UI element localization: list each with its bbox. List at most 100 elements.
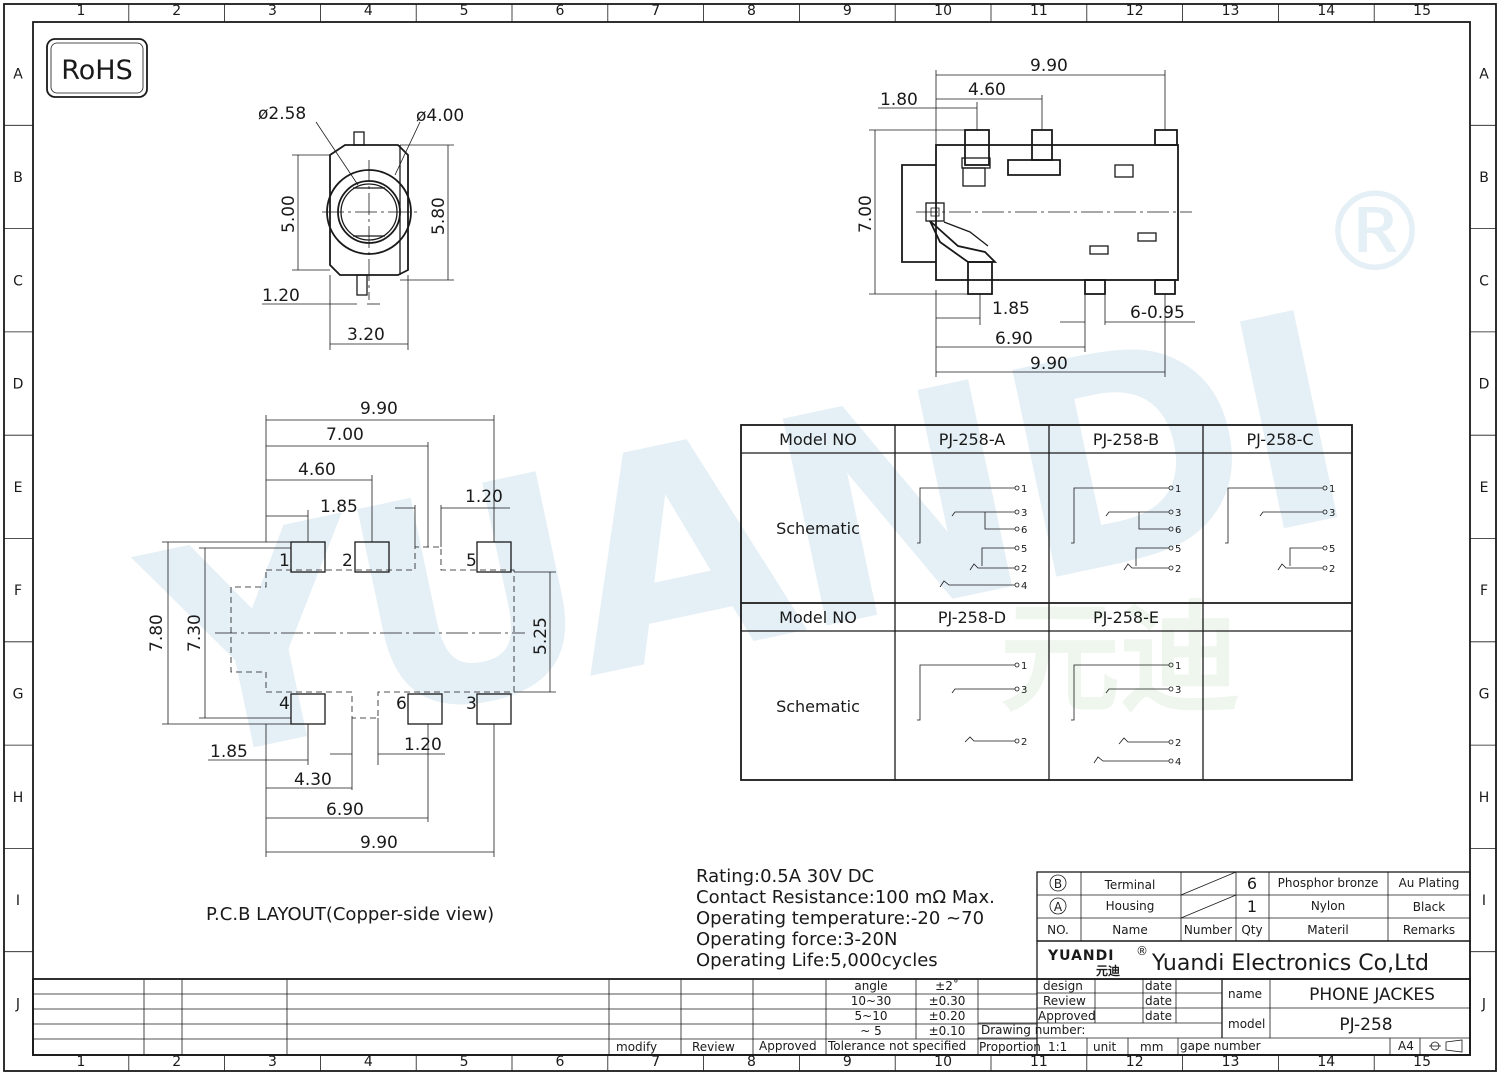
pcb-layout: 1 2 5 4 6 3 9.90 7.00 4.60 1.85 1.20 7.8… <box>147 399 556 925</box>
header-no: NO. <box>1047 923 1069 937</box>
grid-row-J-left: J <box>15 996 20 1012</box>
review-label: Review <box>692 1040 735 1054</box>
model-pj-258-a: PJ-258-A <box>939 430 1006 449</box>
tol-angle: angle <box>854 979 887 993</box>
pin-terminal-icon <box>1014 526 1020 532</box>
modify-label: modify <box>616 1040 657 1054</box>
company-logo-reg: ® <box>1136 944 1148 958</box>
unit-label: unit <box>1093 1040 1117 1054</box>
grid-col-1-top: 1 <box>76 3 85 19</box>
sign-review: Review <box>1043 994 1086 1008</box>
spec-operating-life: Operating Life:5,000cycles <box>696 950 938 971</box>
part-no-a: A <box>1054 900 1063 914</box>
schematic-line <box>939 580 1015 588</box>
grid-row-E-left: E <box>14 480 23 496</box>
grid-row-H-left: H <box>13 790 24 806</box>
grid-col-7-top: 7 <box>651 3 660 19</box>
pin-terminal-icon <box>1322 545 1328 551</box>
dim-tab-width: 1.20 <box>262 286 300 306</box>
grid-col-9-top: 9 <box>843 3 852 19</box>
pin-number-2: 2 <box>1329 564 1335 575</box>
grid-row-C-left: C <box>13 273 23 289</box>
pin-number-1: 1 <box>1329 484 1335 495</box>
pcb-dim-bot-b: 1.20 <box>404 735 442 755</box>
header-name: Name <box>1112 923 1147 937</box>
grid-row-I-right: I <box>1482 893 1486 909</box>
tol-range-1-value: ±0.30 <box>929 994 966 1008</box>
pin-number-6: 6 <box>1175 525 1181 536</box>
grid-row-G-right: G <box>1479 686 1490 702</box>
part-no-b: B <box>1054 877 1062 891</box>
tol-range-3-value: ±0.10 <box>929 1024 966 1038</box>
grid-col-10-bottom: 10 <box>934 1054 952 1070</box>
schematic-line <box>1138 512 1169 530</box>
specifications: Rating:0.5A 30V DC Contact Resistance:10… <box>696 866 995 971</box>
model-pj-258-c: PJ-258-C <box>1246 430 1313 449</box>
grid-row-I-left: I <box>16 893 20 909</box>
pin-number-2: 2 <box>1021 737 1027 748</box>
company-logo: YUANDI <box>1047 948 1114 964</box>
drawing-number-label: Drawing number: <box>981 1023 1085 1037</box>
pcb-dim-top-total: 9.90 <box>360 399 398 419</box>
schematic-line <box>969 563 1015 571</box>
proportion-label: Proportion <box>979 1040 1041 1054</box>
pad-label-1: 1 <box>279 551 290 571</box>
grid-col-4-top: 4 <box>364 3 373 19</box>
pin-number-3: 3 <box>1175 508 1181 519</box>
pin-terminal-icon <box>1014 738 1020 744</box>
pin-number-3: 3 <box>1021 685 1027 696</box>
schematic-line <box>917 664 1015 721</box>
pin-terminal-icon <box>1168 565 1174 571</box>
part-material-housing: Nylon <box>1311 899 1345 913</box>
tol-range-3: ~ 5 <box>860 1024 882 1038</box>
tol-range-2: 5~10 <box>855 1009 888 1023</box>
pin-terminal-icon <box>1168 526 1174 532</box>
company-name: Yuandi Electronics Co,Ltd <box>1151 951 1429 976</box>
gape-number-label: gape number <box>1180 1039 1261 1053</box>
dim-side-height: 7.00 <box>856 195 876 233</box>
spec-contact-resistance: Contact Resistance:100 mΩ Max. <box>696 887 995 908</box>
grid-col-13-top: 13 <box>1222 3 1240 19</box>
dim-dia-small: ø2.58 <box>258 104 306 124</box>
watermark-registered: ® <box>1320 168 1430 296</box>
pin-number-4: 4 <box>1021 581 1027 592</box>
pin-number-3: 3 <box>1175 685 1181 696</box>
grid-row-C-right: C <box>1479 273 1489 289</box>
pin-terminal-icon <box>1168 545 1174 551</box>
grid-row-D-right: D <box>1479 377 1490 393</box>
sheet-size: A4 <box>1398 1039 1414 1053</box>
schematic-line <box>1093 756 1169 764</box>
pin-terminal-icon <box>1168 509 1174 515</box>
grid-row-D-left: D <box>13 377 24 393</box>
pin-terminal-icon <box>1322 485 1328 491</box>
unit-value: mm <box>1140 1040 1163 1054</box>
watermark-cn: 元迪 <box>1000 590 1240 729</box>
grid-col-12-bottom: 12 <box>1126 1054 1144 1070</box>
tol-range-1: 10~30 <box>851 994 892 1008</box>
model-pj-258-b: PJ-258-B <box>1093 430 1159 449</box>
schematic-label-1: Schematic <box>776 519 860 538</box>
pin-terminal-icon <box>1322 509 1328 515</box>
grid-row-B-left: B <box>13 170 23 186</box>
pin-terminal-icon <box>1168 686 1174 692</box>
grid-col-6-bottom: 6 <box>555 1054 564 1070</box>
pin-number-2: 2 <box>1175 738 1181 749</box>
scale-value: 1:1 <box>1048 1040 1067 1054</box>
front-view: ø2.58 ø4.00 5.00 5.80 1.20 3.20 <box>258 104 464 350</box>
grid-row-B-right: B <box>1479 170 1489 186</box>
grid-col-5-top: 5 <box>460 3 469 19</box>
grid-col-15-top: 15 <box>1413 3 1431 19</box>
dim-dia-large: ø4.00 <box>416 106 464 126</box>
pcb-dim-bot-e: 9.90 <box>360 833 398 853</box>
pcb-dim-top-d: 1.85 <box>320 497 358 517</box>
schematic-line <box>1071 487 1169 544</box>
grid-col-11-top: 11 <box>1030 3 1048 19</box>
pin-number-3: 3 <box>1329 508 1335 519</box>
spec-operating-force: Operating force:3-20N <box>696 929 897 950</box>
pcb-dim-bot-a: 1.85 <box>210 742 248 762</box>
schematic-pj-258-d: 132 <box>917 661 1027 748</box>
date-label-1: date <box>1145 979 1172 993</box>
dim-side-bot-b: 6.90 <box>995 329 1033 349</box>
pin-number-2: 2 <box>1021 564 1027 575</box>
pin-terminal-icon <box>1014 686 1020 692</box>
